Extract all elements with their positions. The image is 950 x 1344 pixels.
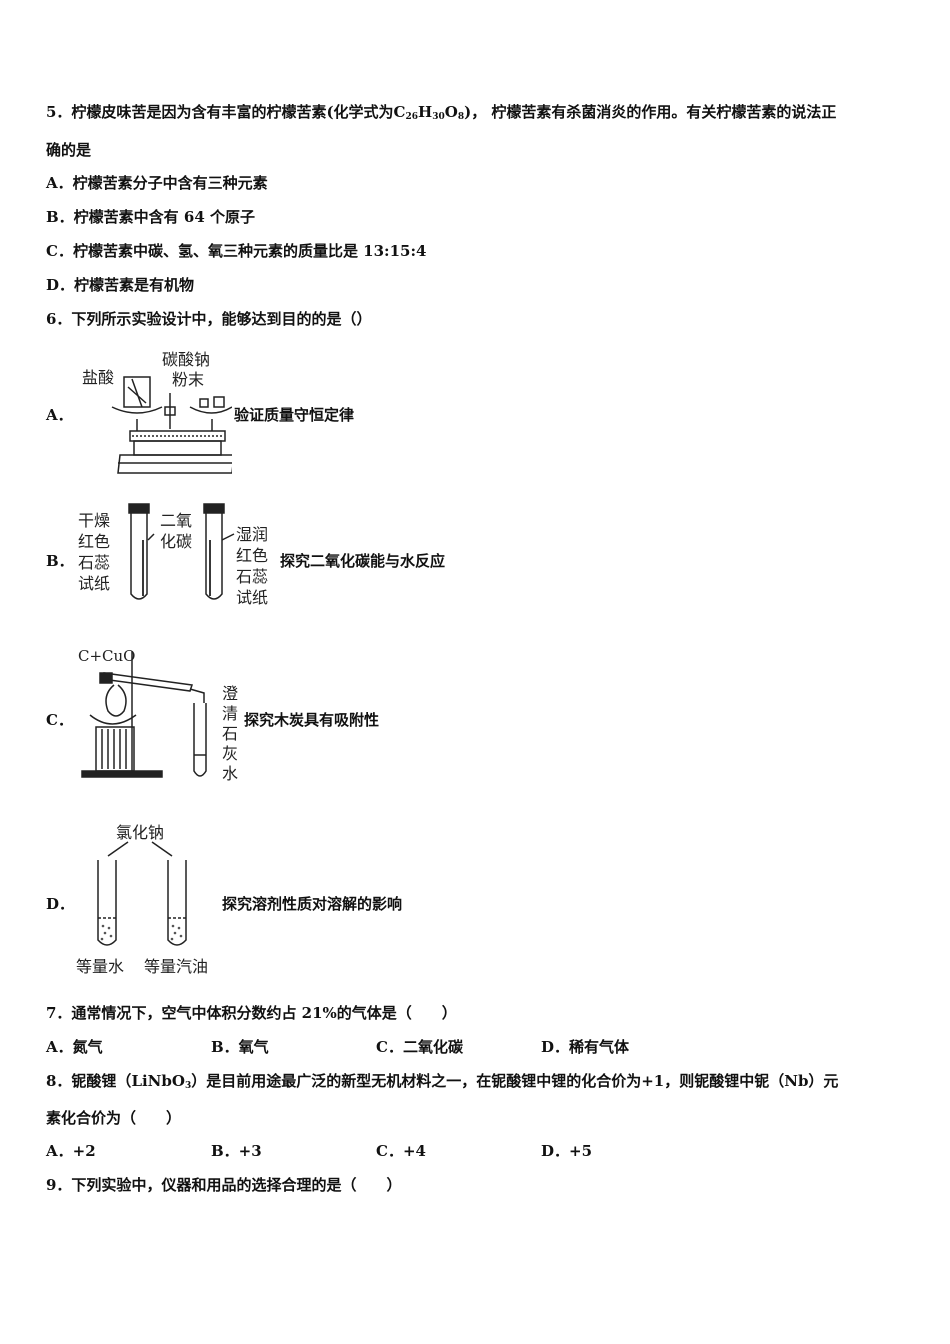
q7-option-b: B．氧气 xyxy=(211,1038,269,1056)
hcl-label: 盐酸 xyxy=(82,368,114,387)
q5-option-d: D．柠檬苦素是有机物 xyxy=(46,276,195,294)
test-tube-co2-diagram: 干燥 红色 石蕊 试纸 二氧 化碳 湿润 红色 石蕊 试纸 xyxy=(78,503,268,607)
svg-text:二氧: 二氧 xyxy=(160,511,192,530)
q5-stem-line2: 确的是 xyxy=(46,141,92,159)
svg-text:石蕊: 石蕊 xyxy=(236,567,268,586)
svg-text:灰: 灰 xyxy=(222,744,238,763)
q6-d-caption: 探究溶剂性质对溶解的影响 xyxy=(222,895,403,913)
q8-stem-line2: 素化合价为（ ） xyxy=(46,1109,182,1127)
q6-c-label: C． xyxy=(46,711,73,729)
q7-option-c: C．二氧化碳 xyxy=(376,1038,463,1056)
na2co3-label-2: 粉末 xyxy=(172,370,204,389)
q5-option-c: C．柠檬苦素中碳、氢、氧三种元素的质量比是 13:15:4 xyxy=(46,242,427,260)
svg-text:水: 水 xyxy=(222,764,238,783)
q6-stem: 6．下列所示实验设计中，能够达到目的的是（） xyxy=(46,310,372,328)
dissolution-diagram: 氯化钠 等量水 等量汽油 xyxy=(76,823,208,976)
q7-option-d: D．稀有气体 xyxy=(541,1038,630,1056)
c-cuo-label: C+CuO xyxy=(78,647,135,665)
q6-b-caption: 探究二氧化碳能与水反应 xyxy=(280,552,446,570)
q7-option-a: A．氮气 xyxy=(46,1038,103,1056)
svg-text:干燥: 干燥 xyxy=(78,511,110,530)
q6-b-label: B． xyxy=(46,552,74,570)
q6-a-label: A． xyxy=(46,406,73,424)
na2co3-label-1: 碳酸钠 xyxy=(162,350,210,369)
svg-text:清: 清 xyxy=(222,704,238,723)
q6-c-caption: 探究木炭具有吸附性 xyxy=(244,711,380,729)
q5-option-b: B．柠檬苦素中含有 64 个原子 xyxy=(46,208,255,226)
q8-option-b: B．+3 xyxy=(211,1142,262,1160)
water-label: 等量水 xyxy=(76,957,124,976)
svg-text:试纸: 试纸 xyxy=(236,588,268,607)
q7-options: A．氮气 B．氧气 C．二氧化碳 D．稀有气体 xyxy=(46,1037,706,1057)
q6-d-label: D． xyxy=(46,895,75,913)
carbon-reduction-diagram: C+CuO 澄 清 石 灰 水 xyxy=(78,647,238,783)
balance-diagram: 盐酸 碳酸钠 粉末 xyxy=(82,350,232,474)
svg-text:石: 石 xyxy=(222,724,238,743)
q8-options: A．+2 B．+3 C．+4 D．+5 xyxy=(46,1141,706,1161)
q8-option-a: A．+2 xyxy=(46,1142,96,1160)
nacl-label: 氯化钠 xyxy=(116,823,164,842)
svg-text:红色: 红色 xyxy=(236,546,268,565)
q8-stem-line1: 8．铌酸锂（LiNbO3）是目前用途最广泛的新型无机材料之一，在铌酸锂中锂的化合… xyxy=(46,1072,839,1091)
svg-text:红色: 红色 xyxy=(78,532,110,551)
q7-stem: 7．通常情况下，空气中体积分数约占 21%的气体是（ ） xyxy=(46,1004,457,1022)
q6-a-caption: 验证质量守恒定律 xyxy=(234,406,355,424)
svg-text:澄: 澄 xyxy=(222,684,238,703)
svg-text:化碳: 化碳 xyxy=(160,532,192,551)
gasoline-label: 等量汽油 xyxy=(144,957,208,976)
q9-stem: 9．下列实验中，仪器和用品的选择合理的是（ ） xyxy=(46,1176,402,1194)
q5-option-a: A．柠檬苦素分子中含有三种元素 xyxy=(46,174,268,192)
svg-text:石蕊: 石蕊 xyxy=(78,553,110,572)
svg-text:试纸: 试纸 xyxy=(78,574,110,593)
q8-option-d: D．+5 xyxy=(541,1142,593,1160)
q8-option-c: C．+4 xyxy=(376,1142,426,1160)
svg-text:湿润: 湿润 xyxy=(236,525,268,544)
q5-stem-line1: 5．柠檬皮味苦是因为含有丰富的柠檬苦素(化学式为C26H30O8)， 柠檬苦素有… xyxy=(46,103,837,122)
